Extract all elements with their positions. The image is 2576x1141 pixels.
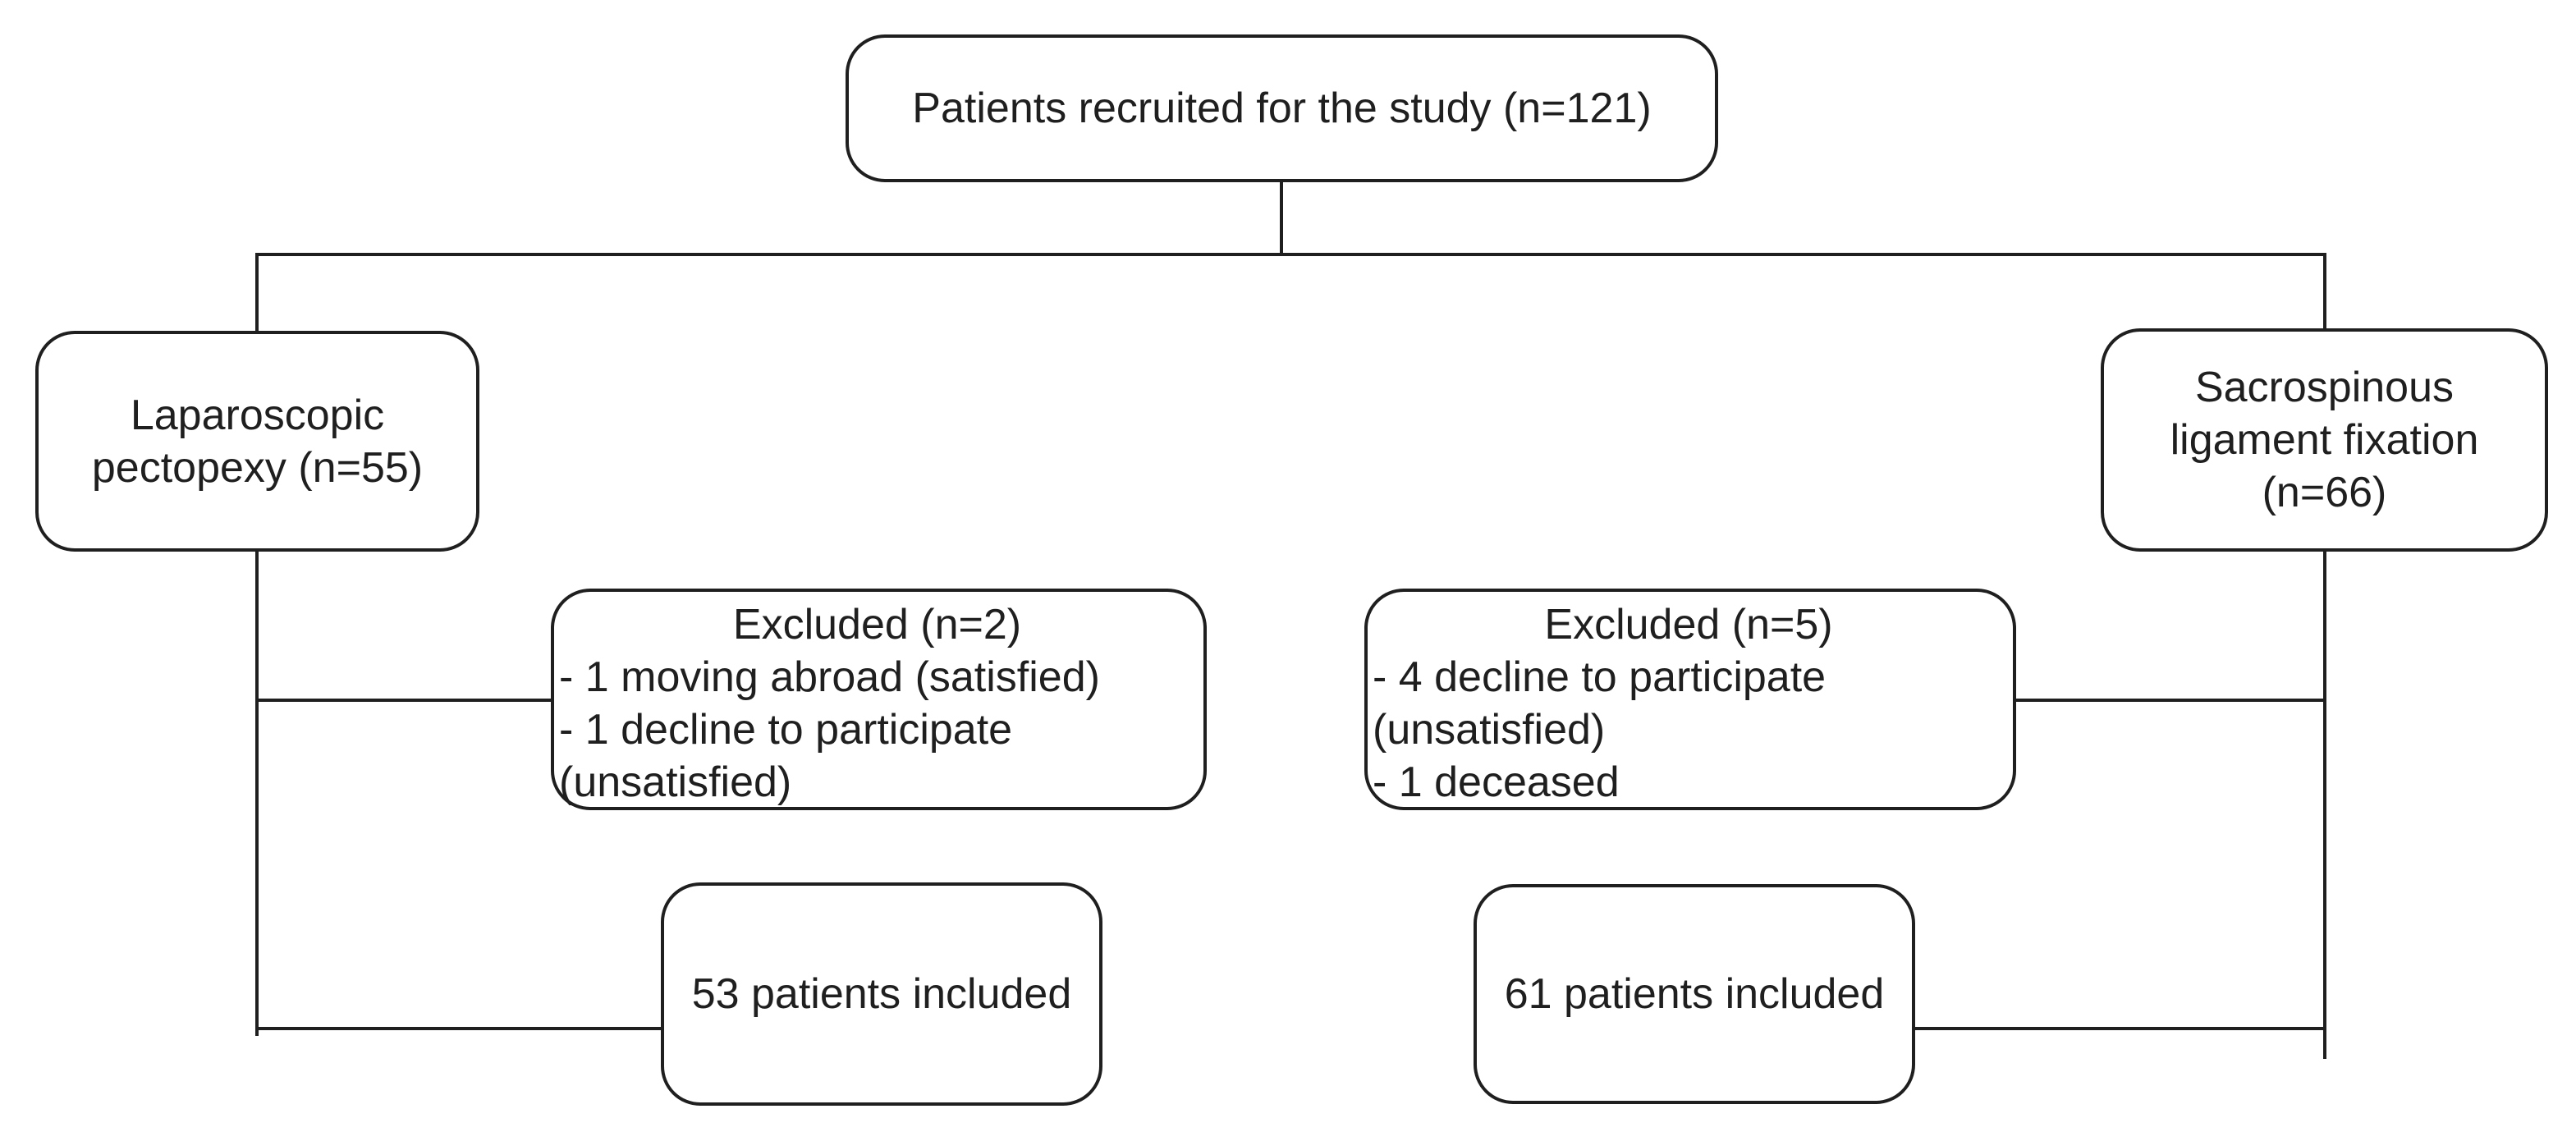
connector-right-included-branch bbox=[1912, 1027, 2326, 1030]
right-arm-line: (n=66) bbox=[2262, 469, 2387, 516]
right-arm-line: Sacrospinous bbox=[2194, 364, 2455, 411]
recruited-label: Patients recruited for the study (n=121) bbox=[912, 85, 1652, 132]
excluded-item: - 4 decline to participate bbox=[1373, 653, 1827, 701]
connector-left-arm-drop bbox=[255, 253, 259, 334]
connector-left-rail bbox=[255, 548, 259, 1036]
connector-left-included-branch bbox=[255, 1027, 664, 1030]
excluded-item: (unsatisfied) bbox=[559, 758, 792, 806]
excluded-item: (unsatisfied) bbox=[1373, 706, 1606, 754]
connector-splitter-bar bbox=[255, 253, 2326, 256]
left-arm-line: pectopexy (n=55) bbox=[91, 443, 424, 492]
connector-right-rail bbox=[2323, 548, 2326, 1059]
node-left-included: 53 patients included bbox=[661, 882, 1102, 1106]
excluded-title: Excluded (n=2) bbox=[732, 601, 1022, 648]
connector-right-excluded-branch bbox=[2013, 699, 2326, 702]
node-left-arm: Laparoscopic pectopexy (n=55) bbox=[35, 331, 479, 552]
excluded-item: - 1 deceased bbox=[1373, 758, 1620, 806]
connector-top-stem bbox=[1280, 181, 1283, 256]
node-left-excluded: Excluded (n=2) - 1 moving abroad (satisf… bbox=[551, 589, 1207, 810]
included-label: 53 patients included bbox=[691, 970, 1072, 1018]
left-arm-line: Laparoscopic bbox=[130, 391, 385, 439]
right-arm-line: ligament fixation bbox=[2170, 416, 2479, 464]
excluded-title: Excluded (n=5) bbox=[1544, 601, 1833, 648]
included-label: 61 patients included bbox=[1504, 970, 1885, 1018]
connector-left-excluded-branch bbox=[255, 699, 554, 702]
node-right-included: 61 patients included bbox=[1474, 884, 1915, 1104]
connector-right-arm-drop bbox=[2323, 253, 2326, 332]
node-recruited: Patients recruited for the study (n=121) bbox=[846, 34, 1718, 182]
node-right-arm: Sacrospinous ligament fixation (n=66) bbox=[2101, 328, 2548, 552]
excluded-item: - 1 moving abroad (satisfied) bbox=[559, 653, 1100, 701]
excluded-item: - 1 decline to participate bbox=[559, 706, 1013, 754]
node-right-excluded: Excluded (n=5) - 4 decline to participat… bbox=[1364, 589, 2016, 810]
